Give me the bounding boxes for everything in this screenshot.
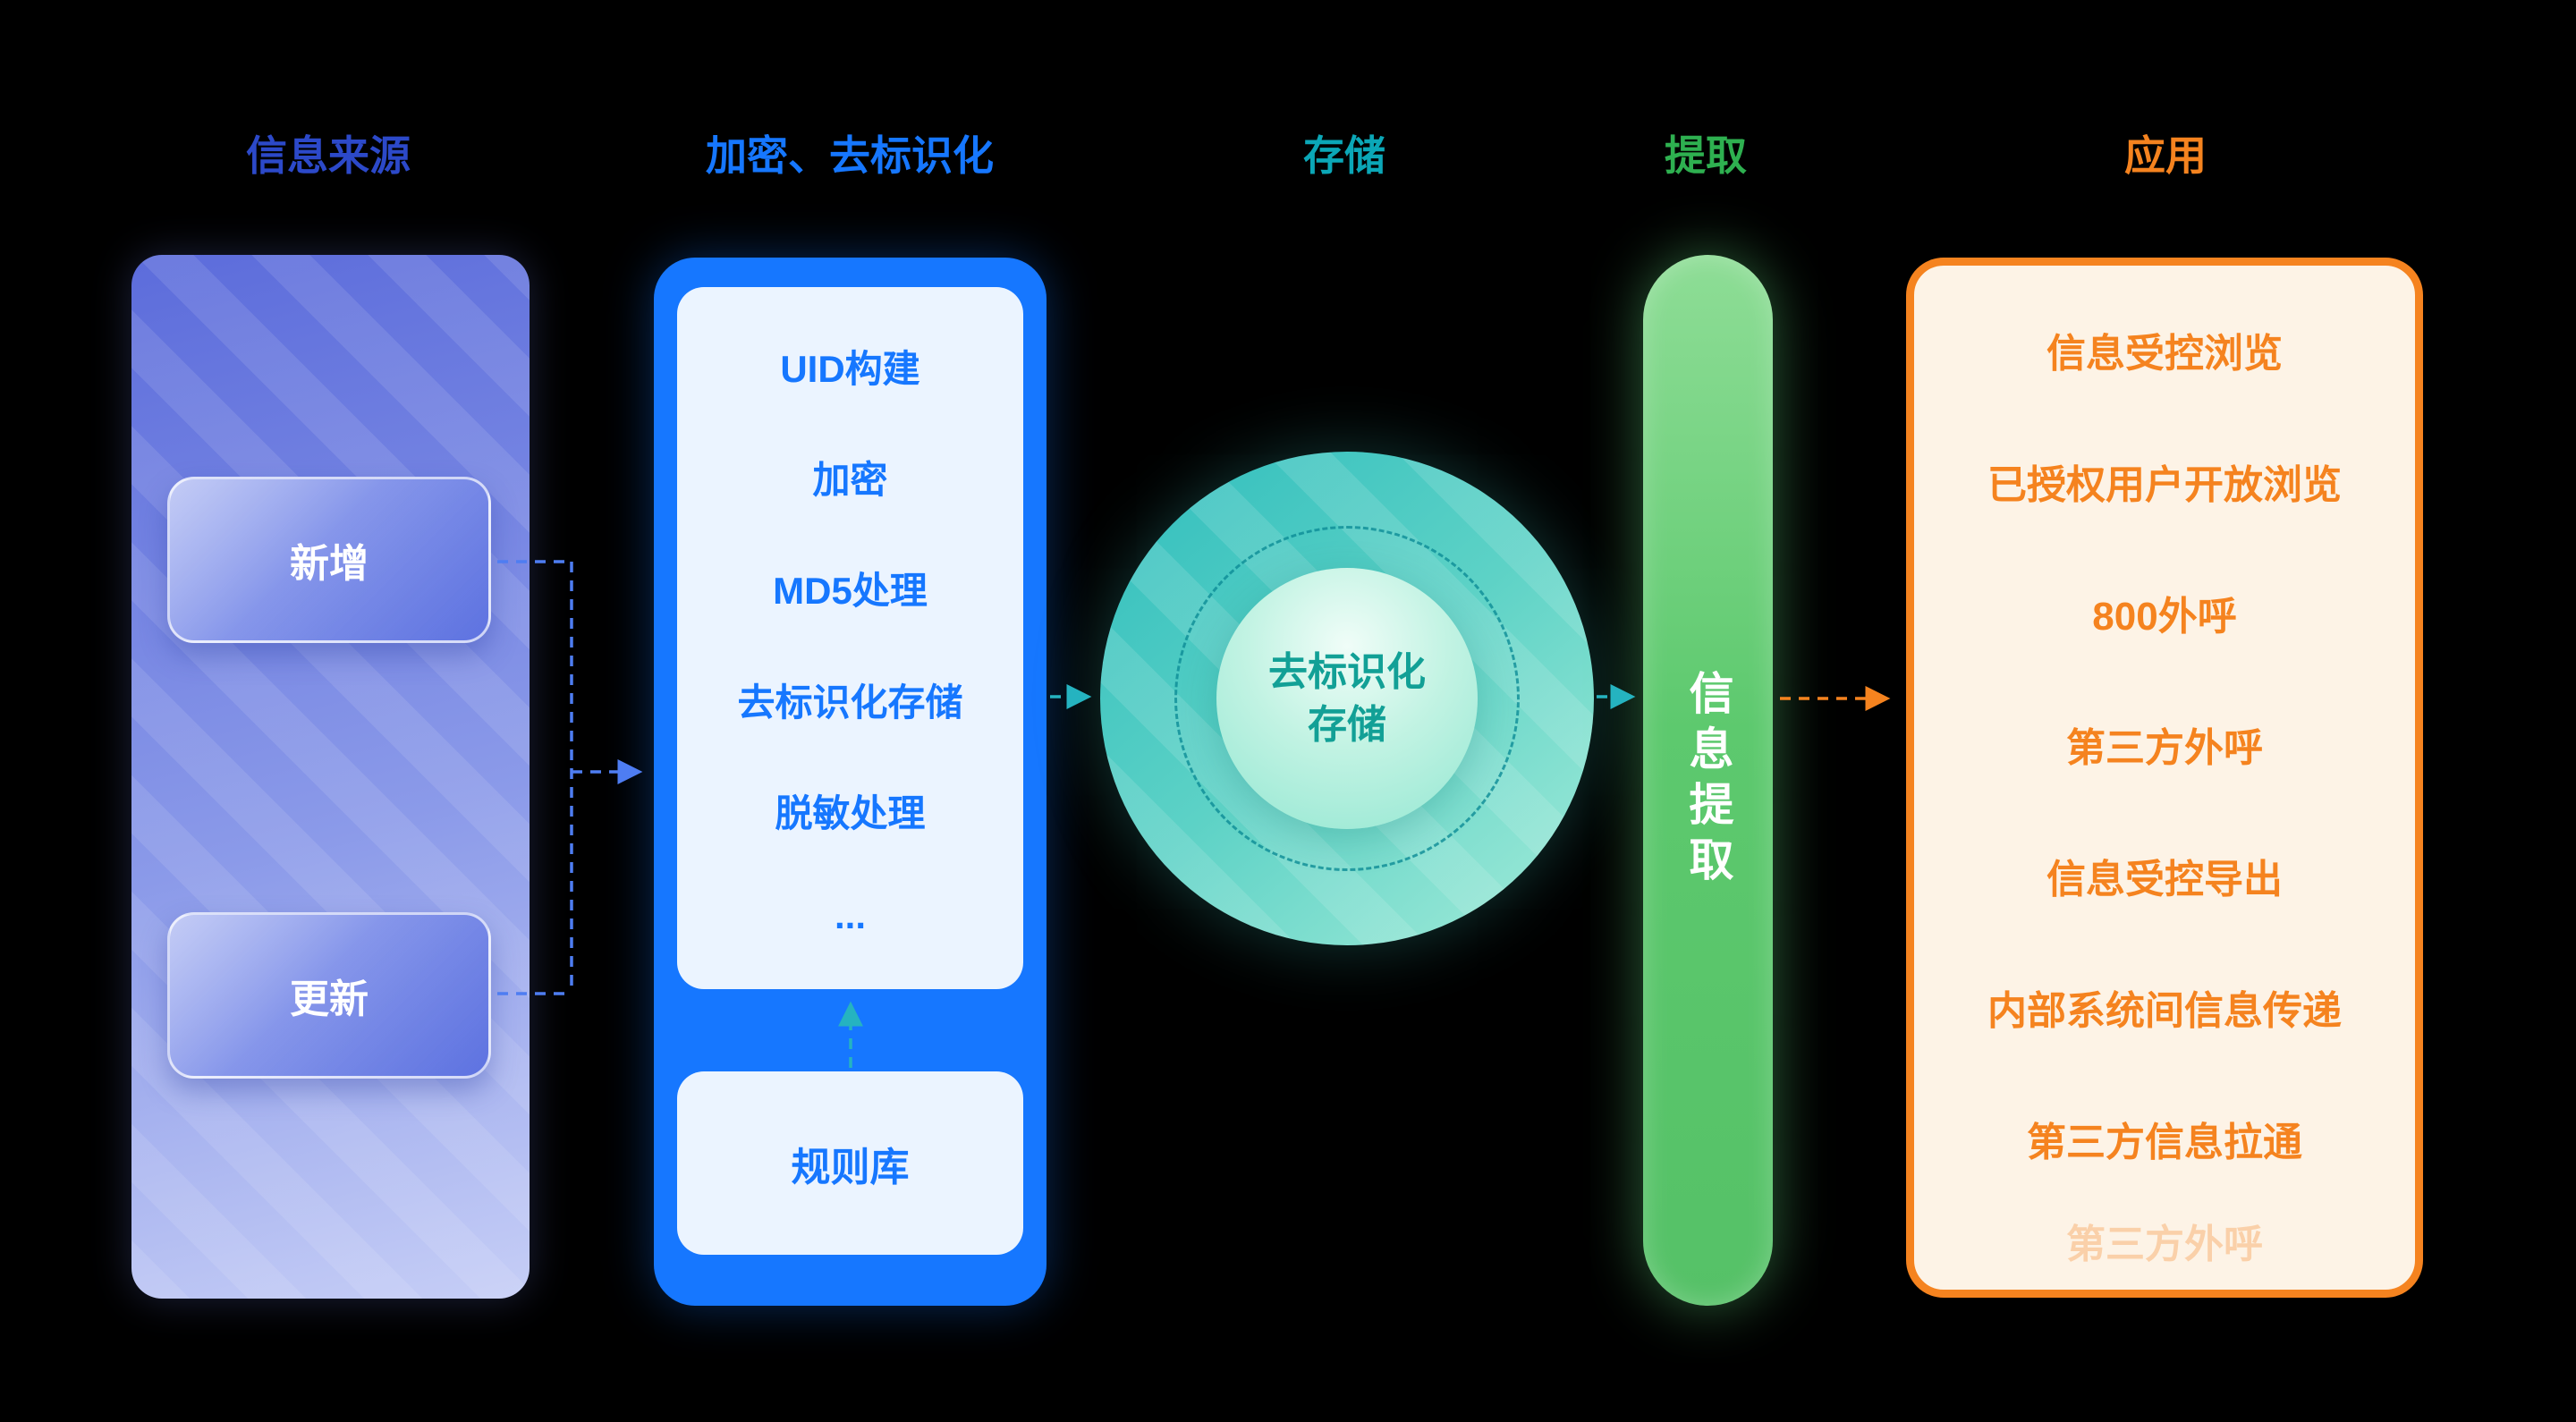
rule-library-box: 规则库 xyxy=(677,1071,1023,1255)
encryption-step: 脱敏处理 xyxy=(775,791,926,834)
source-item-add-label: 新增 xyxy=(290,542,369,586)
application-item: 信息受控导出 xyxy=(2046,857,2283,901)
storage-label-line1: 去标识化 xyxy=(1268,649,1426,694)
storage-dashed-ring xyxy=(1174,526,1520,871)
application-item: 信息受控浏览 xyxy=(2046,331,2283,376)
application-column-panel: 信息受控浏览 已授权用户开放浏览 800外呼 第三方外呼 信息受控导出 内部系统… xyxy=(1906,258,2423,1298)
storage-label-line2: 存储 xyxy=(1308,703,1386,747)
header-storage: 存储 xyxy=(1303,132,1385,179)
encryption-step: 加密 xyxy=(812,458,888,501)
encryption-column-panel: UID构建 加密 MD5处理 去标识化存储 脱敏处理 ... 规则库 xyxy=(654,258,1046,1306)
rule-library-label: 规则库 xyxy=(791,1145,910,1189)
application-item: 800外呼 xyxy=(2092,594,2237,639)
extraction-bar: 信息提取 xyxy=(1643,255,1773,1306)
header-source: 信息来源 xyxy=(246,132,411,179)
encryption-step: MD5处理 xyxy=(773,570,928,613)
source-item-update: 更新 xyxy=(167,912,491,1079)
source-item-add: 新增 xyxy=(167,477,491,643)
header-extraction: 提取 xyxy=(1665,132,1747,179)
application-item: 第三方信息拉通 xyxy=(2027,1120,2302,1164)
source-item-update-label: 更新 xyxy=(290,978,369,1021)
extraction-bar-label: 信息提取 xyxy=(1682,669,1733,892)
encryption-step: ... xyxy=(834,894,866,937)
encryption-steps-panel: UID构建 加密 MD5处理 去标识化存储 脱敏处理 ... xyxy=(677,287,1023,989)
application-item: 内部系统间信息传递 xyxy=(1987,988,2342,1033)
storage-inner-circle: 去标识化 存储 xyxy=(1216,568,1478,829)
application-item: 已授权用户开放浏览 xyxy=(1987,462,2342,507)
application-item-faded: 第三方外呼 xyxy=(2066,1223,2263,1266)
header-application: 应用 xyxy=(2124,132,2207,179)
application-item: 第三方外呼 xyxy=(2066,725,2263,770)
header-encryption: 加密、去标识化 xyxy=(706,132,994,179)
encryption-step: 去标识化存储 xyxy=(737,681,963,724)
encryption-step: UID构建 xyxy=(780,347,920,390)
storage-circle: 去标识化 存储 xyxy=(1100,452,1594,945)
application-items: 信息受控浏览 已授权用户开放浏览 800外呼 第三方外呼 信息受控导出 内部系统… xyxy=(1914,266,2415,1290)
source-column-panel: 新增 更新 xyxy=(131,255,530,1299)
